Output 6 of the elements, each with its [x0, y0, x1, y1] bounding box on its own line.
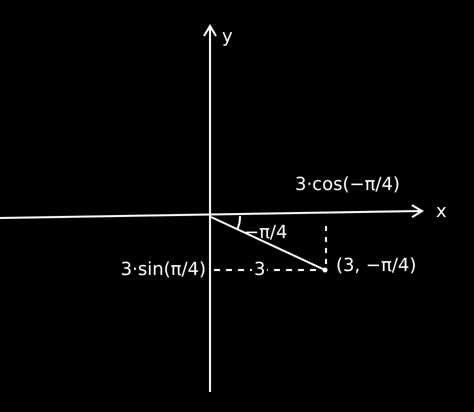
axis-label: y — [222, 28, 233, 46]
angle-label: −π/4 — [244, 224, 288, 242]
point-label: (3, −π/4) — [336, 257, 416, 275]
axis-label: x — [436, 203, 447, 221]
projection-label: 3·sin(π/4) — [120, 261, 206, 279]
projection-label: 3·cos(−π/4) — [295, 176, 400, 194]
